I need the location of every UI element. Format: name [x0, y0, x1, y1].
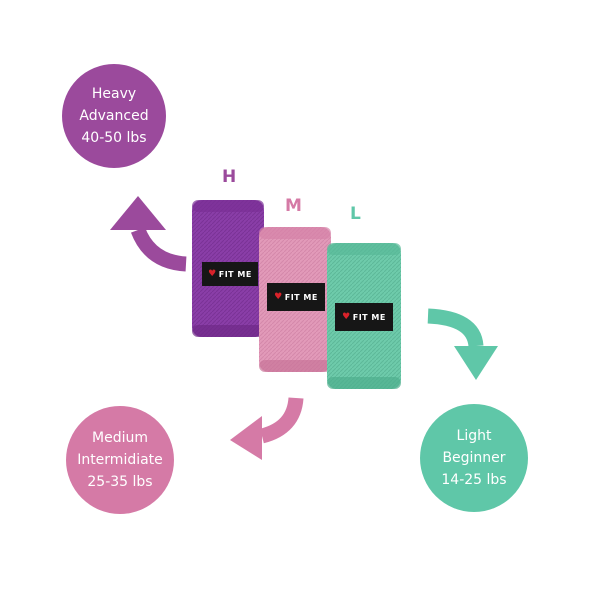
badge-line: Heavy: [91, 86, 137, 102]
curved-arrow-down-right-icon: [427, 308, 498, 380]
brand-text: FIT ME: [218, 269, 252, 279]
badge-line: 40-50 lbs: [81, 130, 147, 146]
level-letter-light: L: [350, 204, 361, 224]
brand-label-medium: ♥ FIT ME: [267, 283, 325, 311]
resistance-badge-light: Light Beginner 14-25 lbs: [420, 404, 528, 512]
brand-text: FIT ME: [352, 312, 386, 322]
resistance-badge-heavy: Heavy Advanced 40-50 lbs: [62, 64, 166, 168]
badge-line: Advanced: [79, 108, 149, 124]
badge-line: Intermidiate: [77, 452, 163, 468]
badge-line: 25-35 lbs: [87, 474, 153, 490]
brand-text: FIT ME: [284, 292, 318, 302]
heartbeat-logo-icon: ♥: [274, 292, 283, 302]
level-letter-heavy: H: [222, 167, 237, 187]
badge-line: Beginner: [442, 450, 506, 466]
brand-label-light: ♥ FIT ME: [335, 303, 393, 331]
brand-label-heavy: ♥ FIT ME: [202, 262, 258, 286]
heartbeat-logo-icon: ♥: [342, 312, 351, 322]
badge-line: 14-25 lbs: [441, 472, 507, 488]
curved-arrow-up-left-icon: [110, 196, 187, 272]
level-letter-medium: M: [285, 196, 302, 216]
heartbeat-logo-icon: ♥: [208, 269, 217, 279]
curved-arrow-down-left-icon: [230, 397, 304, 460]
resistance-badge-medium: Medium Intermidiate 25-35 lbs: [66, 406, 174, 514]
badge-line: Medium: [92, 430, 148, 446]
badge-line: Light: [456, 428, 492, 444]
